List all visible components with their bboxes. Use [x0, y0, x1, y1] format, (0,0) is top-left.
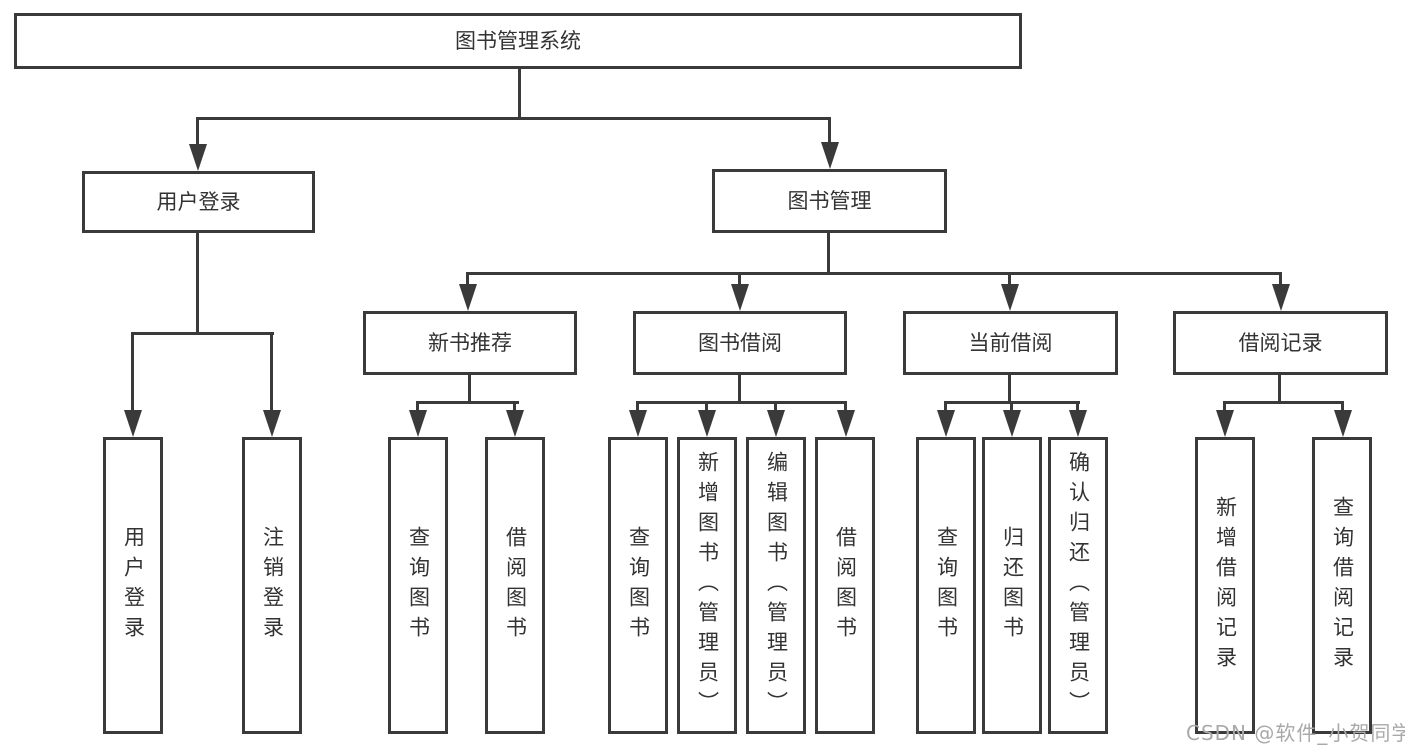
node-label: 用户登录	[156, 189, 241, 214]
arrowhead-bb-add	[698, 410, 716, 437]
node-label: 新书推荐	[428, 330, 512, 355]
connector-drop-bb-query	[636, 401, 639, 413]
connector-borrow-records-stem	[1278, 375, 1281, 404]
connector-drop-br-query	[1341, 401, 1344, 413]
leaf-label: 确认归还（管理员）	[1066, 450, 1091, 721]
connector-drop-new-book	[466, 272, 469, 287]
arrowhead-new-book	[459, 284, 477, 311]
arrowhead-nb-query	[409, 410, 427, 437]
arrowhead-br-query	[1334, 410, 1352, 437]
leaf-borrowing-query-book: 查询图书	[608, 437, 668, 734]
connector-drop-leaf-login	[131, 332, 134, 412]
leaf-label: 查询图书	[626, 525, 651, 646]
connector-drop-user-login	[196, 117, 199, 147]
node-label: 图书借阅	[698, 330, 782, 355]
connector-drop-cb-return	[1010, 401, 1013, 413]
connector-new-book-stem	[468, 375, 471, 404]
connector-new-book-bus	[416, 401, 519, 404]
leaf-label: 查询借阅记录	[1330, 495, 1355, 676]
arrowhead-nb-borrow	[506, 410, 524, 437]
leaf-label: 归还图书	[1000, 525, 1025, 646]
connector-book-borrow-stem	[738, 375, 741, 404]
leaf-label: 借阅图书	[833, 525, 858, 646]
connector-book-mgmt-bus	[466, 272, 1282, 275]
node-label: 当前借阅	[968, 330, 1053, 355]
leaf-borrowing-edit-book-admin: 编辑图书（管理员）	[746, 437, 806, 734]
arrowhead-current-borrow	[1001, 284, 1019, 311]
node-new-book-recommend: 新书推荐	[363, 311, 577, 375]
connector-borrow-records-bus	[1223, 401, 1344, 404]
arrowhead-book-mgmt	[821, 142, 839, 169]
leaf-recommend-borrow-book: 借阅图书	[485, 437, 545, 734]
leaf-current-query-book: 查询图书	[916, 437, 976, 734]
connector-drop-cb-query	[944, 401, 947, 413]
connector-drop-book-borrow	[738, 272, 741, 287]
arrowhead-cb-query	[937, 410, 955, 437]
connector-drop-br-add	[1223, 401, 1226, 413]
leaf-label: 编辑图书（管理员）	[764, 450, 789, 721]
leaf-label: 借阅图书	[503, 525, 528, 646]
node-book-management: 图书管理	[712, 169, 947, 233]
connector-root-bus	[196, 117, 831, 120]
leaf-user-login: 用户登录	[103, 437, 163, 734]
csdn-watermark: CSDN @软件_小贺同学	[1186, 721, 1405, 745]
arrowhead-cb-return	[1003, 410, 1021, 437]
leaf-current-return-book: 归还图书	[982, 437, 1042, 734]
arrowhead-book-borrow	[731, 284, 749, 311]
connector-drop-nb-query	[416, 401, 419, 413]
leaf-label: 新增图书（管理员）	[695, 450, 720, 721]
leaf-label: 注销登录	[260, 525, 285, 646]
leaf-logout: 注销登录	[242, 437, 302, 734]
connector-drop-cb-confirm	[1076, 401, 1079, 413]
leaf-label: 查询图书	[934, 525, 959, 646]
node-library-management-system: 图书管理系统	[14, 13, 1022, 69]
node-borrowing-records: 借阅记录	[1173, 311, 1388, 375]
arrowhead-leaf-login	[124, 410, 142, 437]
node-label: 借阅记录	[1238, 330, 1323, 355]
connector-current-borrow-stem	[1008, 375, 1011, 404]
connector-drop-bb-borrow	[844, 401, 847, 413]
connector-drop-book-mgmt	[828, 117, 831, 145]
node-current-borrowing: 当前借阅	[903, 311, 1118, 375]
leaf-records-add-record: 新增借阅记录	[1195, 437, 1255, 734]
arrowhead-bb-edit	[767, 410, 785, 437]
node-label: 图书管理系统	[455, 28, 581, 53]
arrowhead-cb-confirm	[1069, 410, 1087, 437]
node-label: 图书管理	[787, 188, 872, 213]
connector-root-stem	[518, 69, 521, 118]
connector-book-borrow-bus	[636, 401, 847, 404]
leaf-borrowing-borrow-book: 借阅图书	[815, 437, 875, 734]
arrowhead-borrow-records	[1272, 284, 1290, 311]
connector-drop-current-borrow	[1008, 272, 1011, 287]
connector-drop-borrow-records	[1279, 272, 1282, 287]
connector-book-mgmt-stem	[827, 233, 830, 275]
arrowhead-user-login	[189, 144, 207, 171]
connector-drop-bb-add	[705, 401, 708, 413]
leaf-label: 用户登录	[121, 525, 146, 646]
connector-user-login-stem	[196, 233, 199, 335]
arrowhead-leaf-logout	[263, 410, 281, 437]
leaf-recommend-query-book: 查询图书	[388, 437, 448, 734]
leaf-current-confirm-return-admin: 确认归还（管理员）	[1048, 437, 1108, 734]
connector-drop-bb-edit	[774, 401, 777, 413]
leaf-label: 新增借阅记录	[1213, 495, 1238, 676]
node-book-borrowing: 图书借阅	[633, 311, 847, 375]
leaf-borrowing-add-book-admin: 新增图书（管理员）	[677, 437, 737, 734]
leaf-label: 查询图书	[406, 525, 431, 646]
node-user-login: 用户登录	[82, 171, 315, 233]
arrowhead-bb-query	[629, 410, 647, 437]
arrowhead-br-add	[1216, 410, 1234, 437]
leaf-records-query-record: 查询借阅记录	[1312, 437, 1372, 734]
connector-drop-nb-borrow	[513, 401, 516, 413]
arrowhead-bb-borrow	[837, 410, 855, 437]
connector-drop-leaf-logout	[270, 332, 273, 412]
connector-user-login-bus	[131, 332, 274, 335]
